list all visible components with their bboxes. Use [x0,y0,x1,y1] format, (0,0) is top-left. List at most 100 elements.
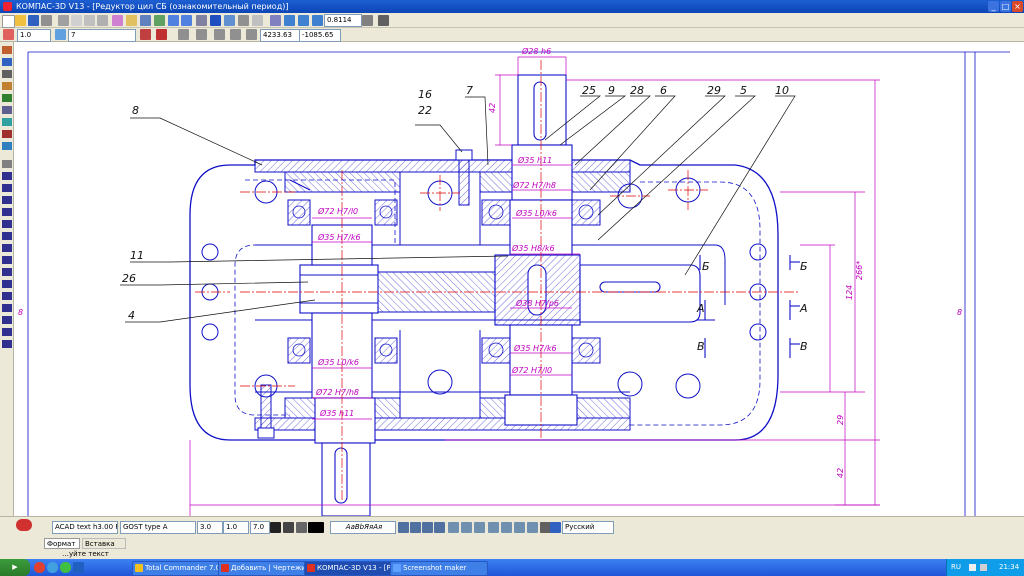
align-right-icon[interactable] [422,522,433,533]
underline-icon[interactable] [296,522,307,533]
dimensions-tool-icon[interactable] [2,58,12,66]
geometry-tool-icon[interactable] [2,46,12,54]
report-tool-icon[interactable] [2,142,12,150]
close-button[interactable]: × [1012,1,1023,12]
symbol-icon[interactable] [527,522,538,533]
segment-tool-icon[interactable] [2,184,12,192]
fraction-icon[interactable] [501,522,512,533]
coords-icon[interactable] [246,29,257,40]
cut-icon[interactable] [71,15,82,26]
polygon-tool-icon[interactable] [2,268,12,276]
zoom-out-icon[interactable] [298,15,309,26]
task-screenshot-maker[interactable]: Screenshot maker [390,561,488,576]
bold-icon[interactable] [270,522,281,533]
refresh-icon[interactable] [378,15,389,26]
list-icon[interactable] [448,522,459,533]
grid-toggle-icon[interactable] [196,29,207,40]
language-indicator[interactable]: RU [951,563,961,571]
circle-tool-icon[interactable] [2,196,12,204]
tab-format[interactable]: Формат [44,538,80,549]
font-height-input[interactable]: 3.0 [197,521,223,534]
paste-icon[interactable] [97,15,108,26]
italic-icon[interactable] [283,522,294,533]
local-cs-icon[interactable] [214,29,225,40]
zoom-window-icon[interactable] [270,15,281,26]
step-icon[interactable] [3,29,14,40]
step-input[interactable]: 1.0 [17,29,51,42]
manager-icon[interactable] [140,15,151,26]
table-icon[interactable] [488,522,499,533]
align-center-icon[interactable] [410,522,421,533]
start-button[interactable]: ▶ [0,559,30,576]
save-icon[interactable] [28,15,39,26]
task-browser-drawings[interactable]: Добавить | Чертежи ... [218,561,316,576]
justify-icon[interactable] [434,522,445,533]
width-factor-input[interactable]: 1.0 [223,521,249,534]
spec-tool-icon[interactable] [2,130,12,138]
point-tool-icon[interactable] [2,160,12,168]
chamfer-tool-icon[interactable] [2,304,12,312]
spellcheck-icon[interactable] [550,522,561,533]
undo-icon[interactable] [168,15,179,26]
drawing-canvas[interactable]: Ø28 h6 42 Ø35 h11 Ø72 H7/h8 Ø35 L0/k6 Ø3… [14,42,1024,516]
edit-tool-icon[interactable] [2,82,12,90]
network-icon[interactable] [969,564,976,571]
layer-select[interactable]: 7 [68,29,136,42]
language-select[interactable]: Русский [562,521,614,534]
maximize-button[interactable]: □ [1000,1,1011,12]
cursor-icon[interactable] [230,29,241,40]
select-tool-icon[interactable] [2,118,12,126]
coord-x-field[interactable]: 4233.63 [260,29,302,42]
step-input-text[interactable]: 7.0 [250,521,270,534]
volume-icon[interactable] [980,564,987,571]
fillet-tool-icon[interactable] [2,292,12,300]
stop-icon[interactable] [16,519,32,531]
ortho-icon[interactable] [178,29,189,40]
grid-icon[interactable] [224,15,235,26]
rectangle-tool-icon[interactable] [2,256,12,264]
copy-icon[interactable] [84,15,95,26]
task-total-commander[interactable]: Total Commander 7.0... [132,561,230,576]
zoom-in-icon[interactable] [284,15,295,26]
opera-icon[interactable] [34,562,45,573]
zoom-input[interactable]: 0.8114 [324,14,362,27]
browser-icon[interactable] [47,562,58,573]
offset-tool-icon[interactable] [2,328,12,336]
variables-icon[interactable] [154,15,165,26]
symbols-tool-icon[interactable] [2,70,12,78]
task-kompas[interactable]: КОМПАС-3D V13 - [Ре... [304,561,402,576]
regen-icon[interactable] [210,15,221,26]
aux-line-tool-icon[interactable] [2,172,12,180]
arc-tool-icon[interactable] [2,208,12,216]
tab-insert[interactable]: Вставка [82,538,126,549]
zoom-scale-icon[interactable] [312,15,323,26]
align-left-icon[interactable] [398,522,409,533]
font-select[interactable]: GOST type A [120,521,196,534]
library-icon[interactable] [126,15,137,26]
outdent-icon[interactable] [474,522,485,533]
open-folder-icon[interactable] [15,15,26,26]
magnet-snap-icon[interactable] [156,29,167,40]
minimize-button[interactable]: _ [988,1,999,12]
desktop-icon[interactable] [73,562,84,573]
coord-y-field[interactable]: -1085.65 [299,29,341,42]
preview-icon[interactable] [58,15,69,26]
new-document-icon[interactable] [2,15,15,28]
help-icon[interactable] [196,15,207,26]
color-icon[interactable] [140,29,151,40]
pan-icon[interactable] [362,15,373,26]
indent-icon[interactable] [461,522,472,533]
print-icon[interactable] [41,15,52,26]
polyline-tool-icon[interactable] [2,232,12,240]
fx-icon[interactable] [238,15,249,26]
hatch-tool-icon[interactable] [2,316,12,324]
param-tool-icon[interactable] [2,94,12,102]
ellipse-tool-icon[interactable] [2,220,12,228]
spline-tool-icon[interactable] [2,244,12,252]
layer-icon[interactable] [55,29,66,40]
equidistant-tool-icon[interactable] [2,340,12,348]
superscript-icon[interactable] [514,522,525,533]
skype-icon[interactable] [60,562,71,573]
snap-icon[interactable] [252,15,263,26]
properties-icon[interactable] [112,15,123,26]
